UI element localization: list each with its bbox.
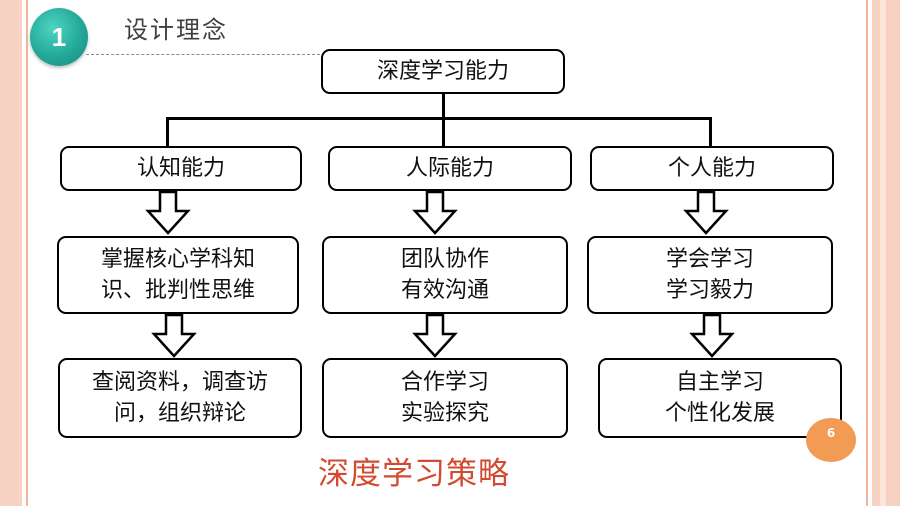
- down-arrow-icon: [412, 190, 458, 235]
- branch-2-title: 人际能力: [405, 155, 494, 181]
- left-frame-gap: [22, 0, 26, 506]
- left-frame-line: [26, 0, 28, 506]
- right-frame-line: [866, 0, 868, 506]
- right-frame-stripe: [880, 0, 886, 506]
- branch-1-strategy-box: 查阅资料，调查访 问，组织辩论: [58, 358, 302, 438]
- section-number-badge: 1: [30, 8, 88, 66]
- branch-3-detail-box: 学会学习 学习毅力: [587, 236, 833, 314]
- root-label: 深度学习能力: [376, 58, 509, 84]
- branch-1-detail: 掌握核心学科知 识、批判性思维: [100, 246, 255, 303]
- branch-3-detail: 学会学习 学习毅力: [665, 246, 754, 303]
- branch-2-strategy-box: 合作学习 实验探究: [322, 358, 568, 438]
- branch-drop-line-1: [166, 117, 169, 146]
- page-number: 6: [826, 426, 836, 440]
- branch-1-detail-box: 掌握核心学科知 识、批判性思维: [57, 236, 299, 314]
- branch-3-strategy: 自主学习 个性化发展: [664, 369, 775, 426]
- branch-3-title-box: 个人能力: [590, 146, 834, 191]
- branch-1-title-box: 认知能力: [60, 146, 302, 191]
- root-box: 深度学习能力: [321, 49, 565, 94]
- slide-heading: 设计理念: [124, 16, 228, 44]
- branch-1-title: 认知能力: [136, 155, 225, 181]
- down-arrow-icon: [683, 190, 729, 235]
- page-number-badge: 6: [806, 418, 856, 462]
- branch-3-title: 个人能力: [667, 155, 756, 181]
- footer-label: 深度学习策略: [318, 456, 510, 492]
- branch-1-strategy: 查阅资料，调查访 问，组织辩论: [91, 369, 268, 426]
- branch-bus-line: [166, 117, 711, 120]
- branch-3-strategy-box: 自主学习 个性化发展: [598, 358, 842, 438]
- branch-2-title-box: 人际能力: [328, 146, 572, 191]
- down-arrow-icon: [412, 313, 458, 358]
- heading-divider: [86, 54, 320, 55]
- down-arrow-icon: [145, 190, 191, 235]
- branch-drop-line-2: [442, 117, 445, 146]
- down-arrow-icon: [689, 313, 735, 358]
- branch-drop-line-3: [709, 117, 712, 146]
- down-arrow-icon: [151, 313, 197, 358]
- root-stem-line: [442, 94, 445, 118]
- right-frame-border: [872, 0, 900, 506]
- left-frame-border: [0, 0, 22, 506]
- branch-2-detail: 团队协作 有效沟通: [400, 246, 489, 303]
- branch-2-strategy: 合作学习 实验探究: [400, 369, 489, 426]
- branch-2-detail-box: 团队协作 有效沟通: [322, 236, 568, 314]
